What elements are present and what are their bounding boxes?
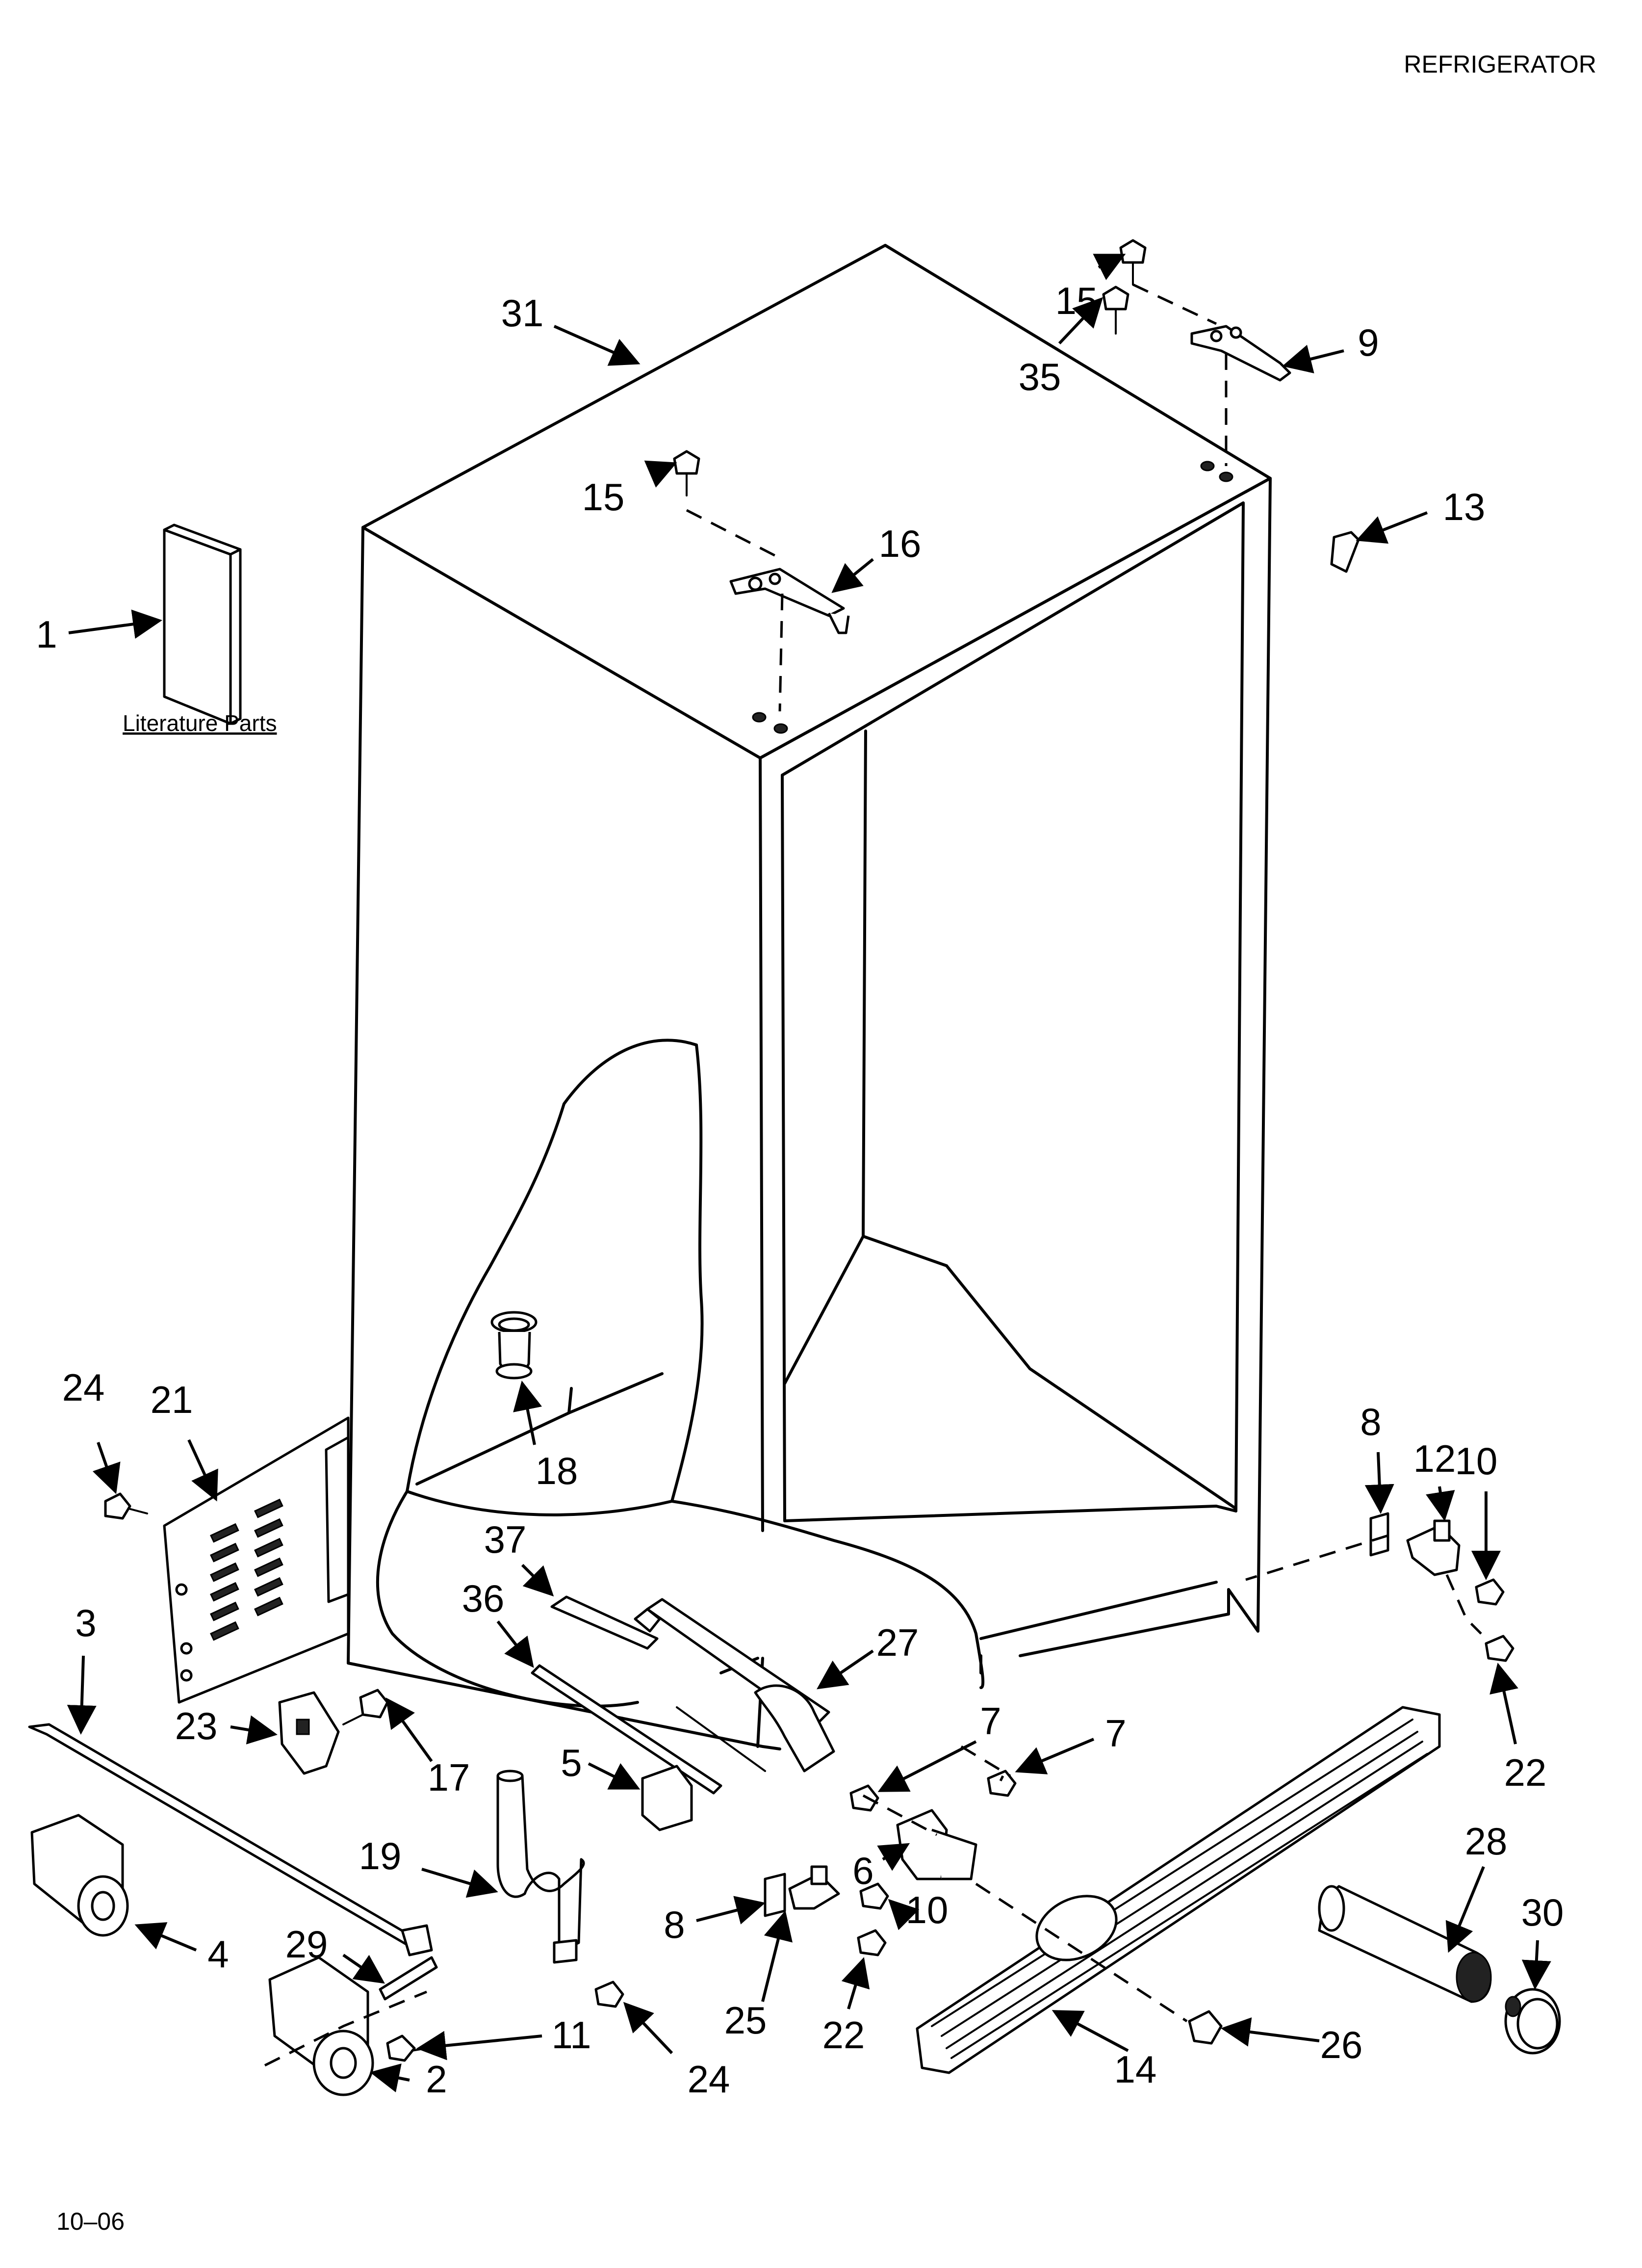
cartridge-5	[641, 1765, 693, 1831]
callout-24-rear: 24	[62, 1366, 105, 1409]
callout-12: 12	[1413, 1437, 1456, 1480]
screw-7-right	[987, 1770, 1017, 1797]
valve-bracket-6	[896, 1809, 977, 1880]
clip-26-guide-line	[975, 1882, 1188, 2023]
screw-11	[386, 2034, 428, 2062]
callout-leader-lines	[67, 254, 1551, 2093]
bracket-8-right	[1369, 1512, 1389, 1557]
callout-7-left: 7	[980, 1699, 1001, 1743]
screw-10-right	[1475, 1578, 1505, 1606]
roller-assembly-4	[30, 1814, 129, 1937]
callout-15-top-left: 15	[582, 475, 625, 519]
callout-11: 11	[552, 2013, 591, 2057]
callout-3: 3	[75, 1601, 96, 1644]
literature-parts-label: Literature Parts	[123, 710, 277, 736]
top-hinge-right-9	[1102, 239, 1291, 466]
manifold-27	[634, 1598, 835, 1773]
callout-8-left: 8	[664, 1903, 685, 1946]
leveling-leg-18	[490, 1311, 538, 1380]
screw-17	[342, 1689, 389, 1725]
screw-22-left	[857, 1929, 887, 1956]
callout-25: 25	[724, 1999, 767, 2042]
callout-18: 18	[536, 1449, 578, 1492]
callout-28: 28	[1465, 1820, 1508, 1863]
callout-17: 17	[428, 1756, 470, 1799]
callout-13: 13	[1443, 485, 1486, 528]
rear-access-panel-21	[163, 1416, 350, 1704]
top-hinge-left-16	[673, 450, 850, 712]
filter-cap-30	[1504, 1988, 1561, 2055]
grille-kickplate-14	[916, 1706, 1441, 2074]
callout-6: 6	[852, 1849, 873, 1892]
callout-26: 26	[1320, 2023, 1363, 2066]
callout-15-top-right: 15	[1055, 279, 1098, 322]
bracket-8-left	[764, 1873, 786, 1917]
callout-19: 19	[359, 1834, 402, 1877]
callout-35: 35	[1019, 355, 1061, 398]
screw-24-rear	[104, 1492, 148, 1520]
callout-31: 31	[501, 291, 544, 335]
hinge-12	[1245, 1519, 1482, 1635]
callout-7-right: 7	[1105, 1712, 1126, 1755]
tube-37	[550, 1595, 659, 1650]
callout-5: 5	[561, 1741, 582, 1784]
hinge-cap-13	[1330, 531, 1360, 573]
page-footer-date-code: 10–06	[56, 2208, 125, 2235]
hinge-25	[788, 1865, 840, 1910]
callout-9: 9	[1358, 321, 1379, 364]
callout-8-right: 8	[1360, 1400, 1381, 1443]
callout-36: 36	[462, 1577, 505, 1620]
callout-16: 16	[879, 522, 922, 565]
cabinet-drawing	[347, 244, 1272, 1750]
bracket-23	[278, 1691, 340, 1775]
clip-26	[1188, 2010, 1223, 2045]
callout-27: 27	[876, 1621, 919, 1664]
callout-22-left: 22	[822, 2013, 865, 2057]
callout-23: 23	[175, 1704, 218, 1747]
callout-4: 4	[207, 1932, 229, 1976]
screw-7-left	[849, 1784, 879, 1812]
callout-29: 29	[285, 1923, 328, 1966]
callout-14: 14	[1114, 2048, 1157, 2091]
callout-37: 37	[484, 1518, 527, 1561]
callout-2: 2	[426, 2058, 447, 2101]
screw-10-left	[859, 1882, 889, 1910]
screw-22-right	[1485, 1635, 1514, 1662]
literature-parts-booklet	[163, 523, 242, 725]
callout-24-front: 24	[688, 2058, 730, 2101]
page-header-title: REFRIGERATOR	[1404, 51, 1596, 78]
leveling-bar-3	[28, 1723, 433, 1956]
callout-22-right: 22	[1504, 1751, 1547, 1794]
water-filter-28	[1318, 1885, 1492, 2003]
callout-10-left: 10	[906, 1888, 949, 1931]
tube-36	[531, 1664, 722, 1795]
callout-1: 1	[36, 613, 57, 656]
screw-24-front	[594, 1981, 624, 2008]
roller-assembly-2	[264, 1956, 427, 2096]
screw-7-guide-lines	[862, 1745, 1011, 1836]
callout-21: 21	[151, 1378, 193, 1421]
axle-pin-29	[379, 1956, 438, 2001]
callout-10-right: 10	[1455, 1439, 1498, 1483]
callout-30: 30	[1521, 1891, 1564, 1934]
drain-tube-19	[496, 1770, 585, 1964]
